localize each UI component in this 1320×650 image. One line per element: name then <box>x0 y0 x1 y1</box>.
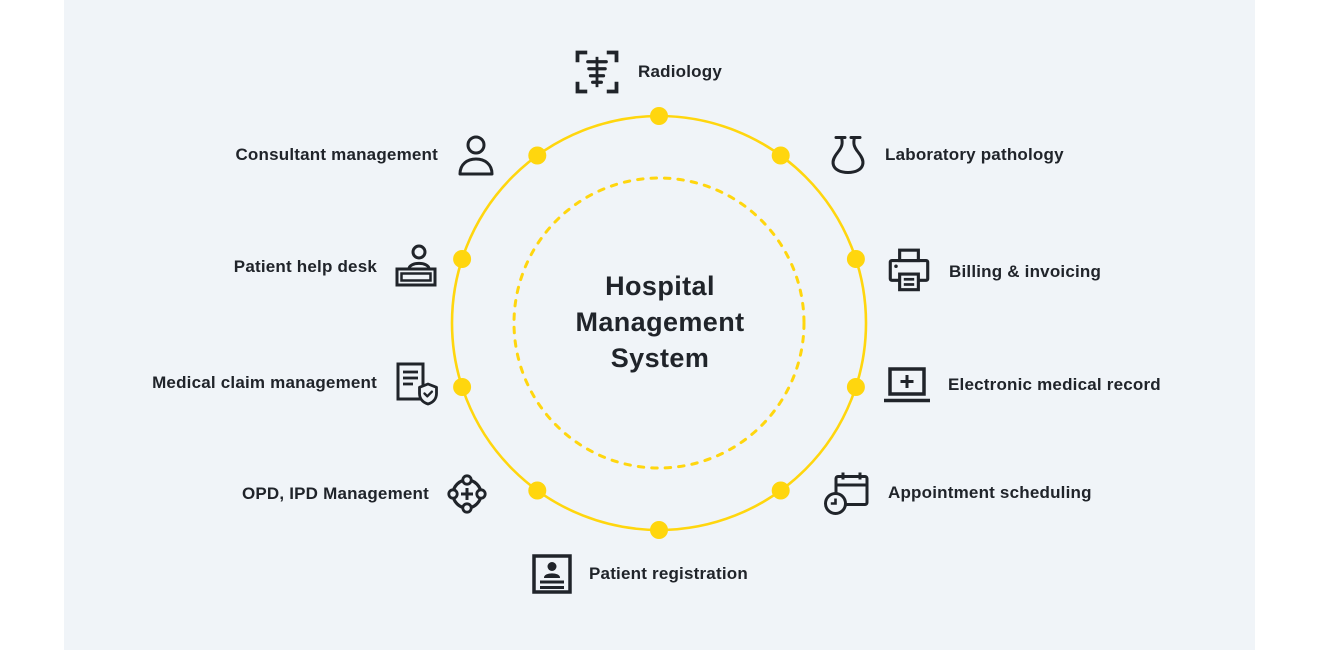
item-label: Radiology <box>638 62 722 81</box>
item-label: OPD, IPD Management <box>241 484 429 503</box>
printer-icon <box>884 246 934 298</box>
document-shield-icon <box>392 360 438 406</box>
item-label: Billing & invoicing <box>949 262 1102 281</box>
title-line-3: System <box>610 343 710 373</box>
laptop-plus-icon <box>881 364 933 406</box>
person-icon <box>453 132 497 178</box>
item-label: Patient registration <box>589 564 748 583</box>
lab-flask-icon <box>826 132 870 178</box>
calendar-clock-icon <box>823 468 873 518</box>
item-label: Consultant management <box>235 145 438 164</box>
item-consultant-management: Consultant management <box>235 132 497 178</box>
item-label: Appointment scheduling <box>888 483 1092 502</box>
item-radiology: Radiology <box>571 46 722 98</box>
crosshair-plus-icon <box>444 471 490 517</box>
item-label: Electronic medical record <box>948 375 1161 394</box>
id-card-icon <box>530 552 574 596</box>
item-label: Laboratory pathology <box>885 145 1064 164</box>
item-electronic-medical-record: Electronic medical record <box>881 364 1161 406</box>
item-label: Medical claim management <box>152 373 377 392</box>
title-line-2: Management <box>575 307 745 337</box>
title-line-1: Hospital <box>605 271 715 301</box>
item-appointment-scheduling: Appointment scheduling <box>823 468 1092 518</box>
item-patient-registration: Patient registration <box>530 552 748 596</box>
reception-desk-icon <box>392 242 440 292</box>
xray-scan-icon <box>571 46 623 98</box>
item-billing-invoicing: Billing & invoicing <box>884 246 1101 298</box>
item-label: Patient help desk <box>233 257 377 276</box>
item-opd-ipd-management: OPD, IPD Management <box>242 471 490 517</box>
page-title: Hospital Management System <box>510 268 810 376</box>
item-medical-claim-management: Medical claim management <box>152 360 438 406</box>
item-laboratory-pathology: Laboratory pathology <box>826 132 1064 178</box>
item-patient-help-desk: Patient help desk <box>234 242 440 292</box>
